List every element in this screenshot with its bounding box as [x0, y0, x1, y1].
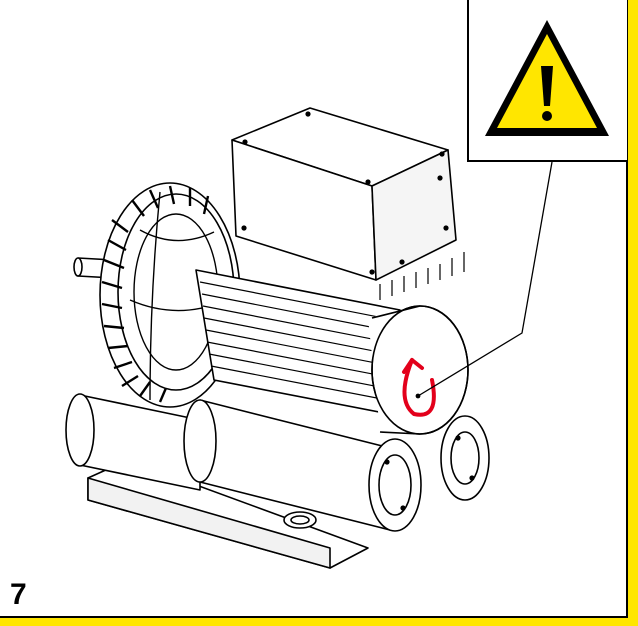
leader-line — [417, 161, 553, 397]
box-screws — [241, 111, 475, 511]
housing-ribs — [101, 185, 210, 403]
warning-triangle-icon — [485, 20, 609, 136]
figure-panel: 7 — [0, 0, 628, 618]
blower-motor-illustration — [65, 107, 553, 569]
rotation-direction-arrow-icon — [402, 358, 436, 417]
figure-number: 7 — [10, 578, 27, 611]
heatsink-fins — [379, 252, 465, 300]
warning-callout — [467, 0, 627, 162]
